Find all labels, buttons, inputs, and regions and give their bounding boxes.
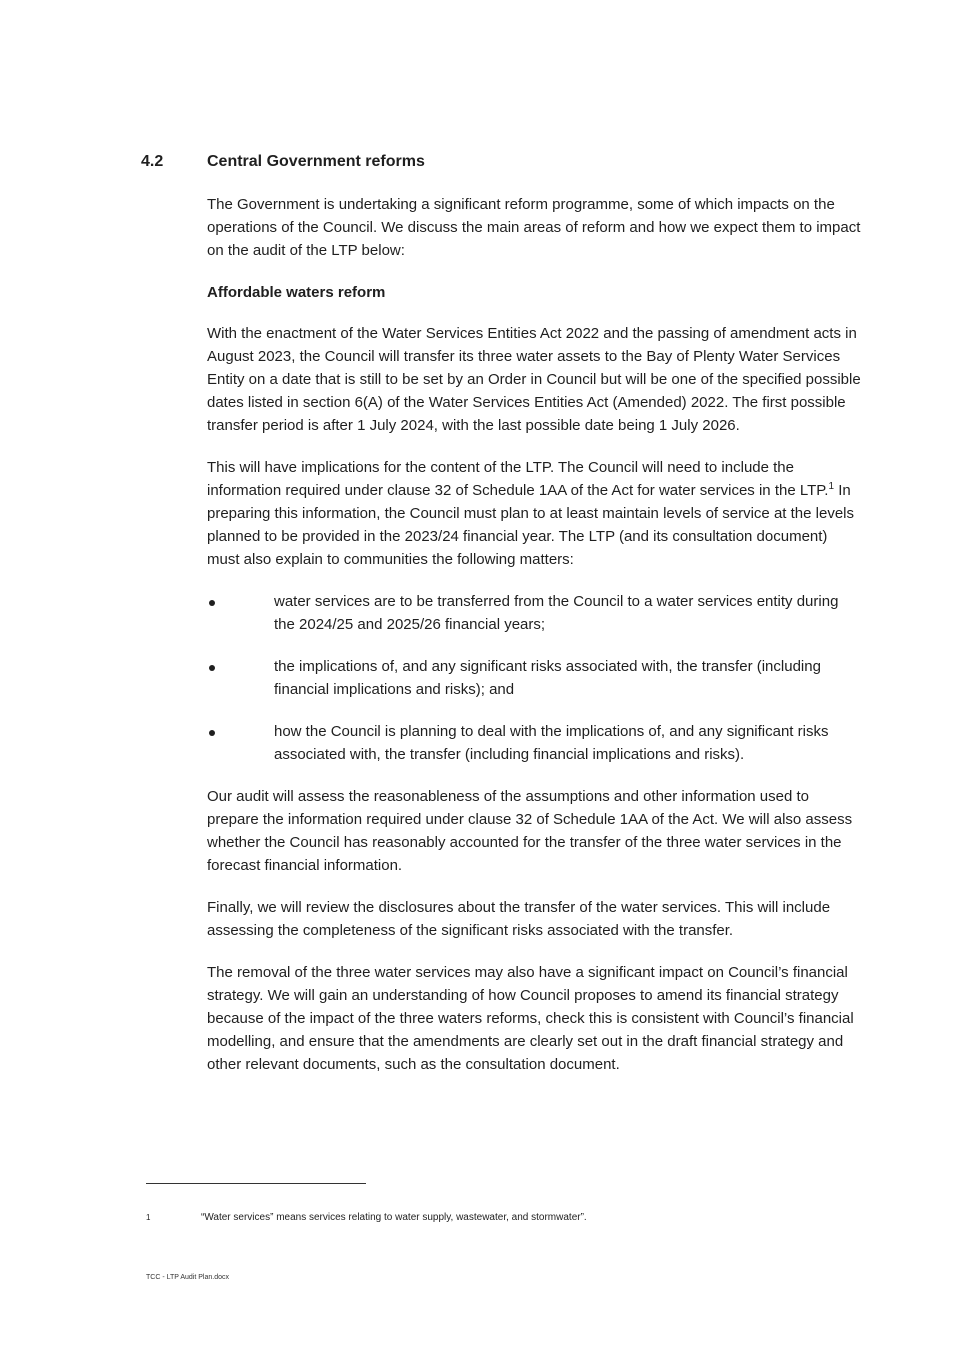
paragraph-implications-text-b: In preparing this information, the Counc… bbox=[207, 482, 854, 568]
list-item-text: water services are to be transferred fro… bbox=[274, 593, 839, 633]
section-body: The Government is undertaking a signific… bbox=[207, 193, 863, 1095]
footnote-reference: 1 bbox=[828, 481, 835, 492]
paragraph-disclosures: Finally, we will review the disclosures … bbox=[207, 899, 831, 939]
bullet-icon bbox=[209, 665, 215, 671]
footnote-text: “Water services” means services relating… bbox=[201, 1212, 587, 1223]
page-footer-filename: TCC - LTP Audit Plan.docx bbox=[146, 1274, 229, 1281]
footnote-separator bbox=[146, 1183, 366, 1184]
paragraph-audit-assessment: Our audit will assess the reasonableness… bbox=[207, 788, 853, 874]
list-item: the implications of, and any significant… bbox=[207, 655, 863, 701]
list-item-text: the implications of, and any significant… bbox=[274, 658, 821, 698]
matters-list: water services are to be transferred fro… bbox=[207, 590, 863, 766]
paragraph-enactment: With the enactment of the Water Services… bbox=[207, 325, 861, 434]
paragraph-implications: This will have implications for the cont… bbox=[207, 456, 863, 571]
paragraph-implications-text-a: This will have implications for the cont… bbox=[207, 459, 829, 499]
footnote-number: 1 bbox=[146, 1213, 151, 1222]
section-number: 4.2 bbox=[141, 153, 164, 170]
list-item: how the Council is planning to deal with… bbox=[207, 720, 863, 766]
bullet-icon bbox=[209, 600, 215, 606]
paragraph-financial-strategy: The removal of the three water services … bbox=[207, 964, 854, 1073]
bullet-icon bbox=[209, 730, 215, 736]
section-title: Central Government reforms bbox=[207, 153, 425, 170]
subheading: Affordable waters reform bbox=[207, 284, 386, 301]
intro-paragraph: The Government is undertaking a signific… bbox=[207, 196, 861, 259]
list-item: water services are to be transferred fro… bbox=[207, 590, 863, 636]
list-item-text: how the Council is planning to deal with… bbox=[274, 723, 829, 763]
